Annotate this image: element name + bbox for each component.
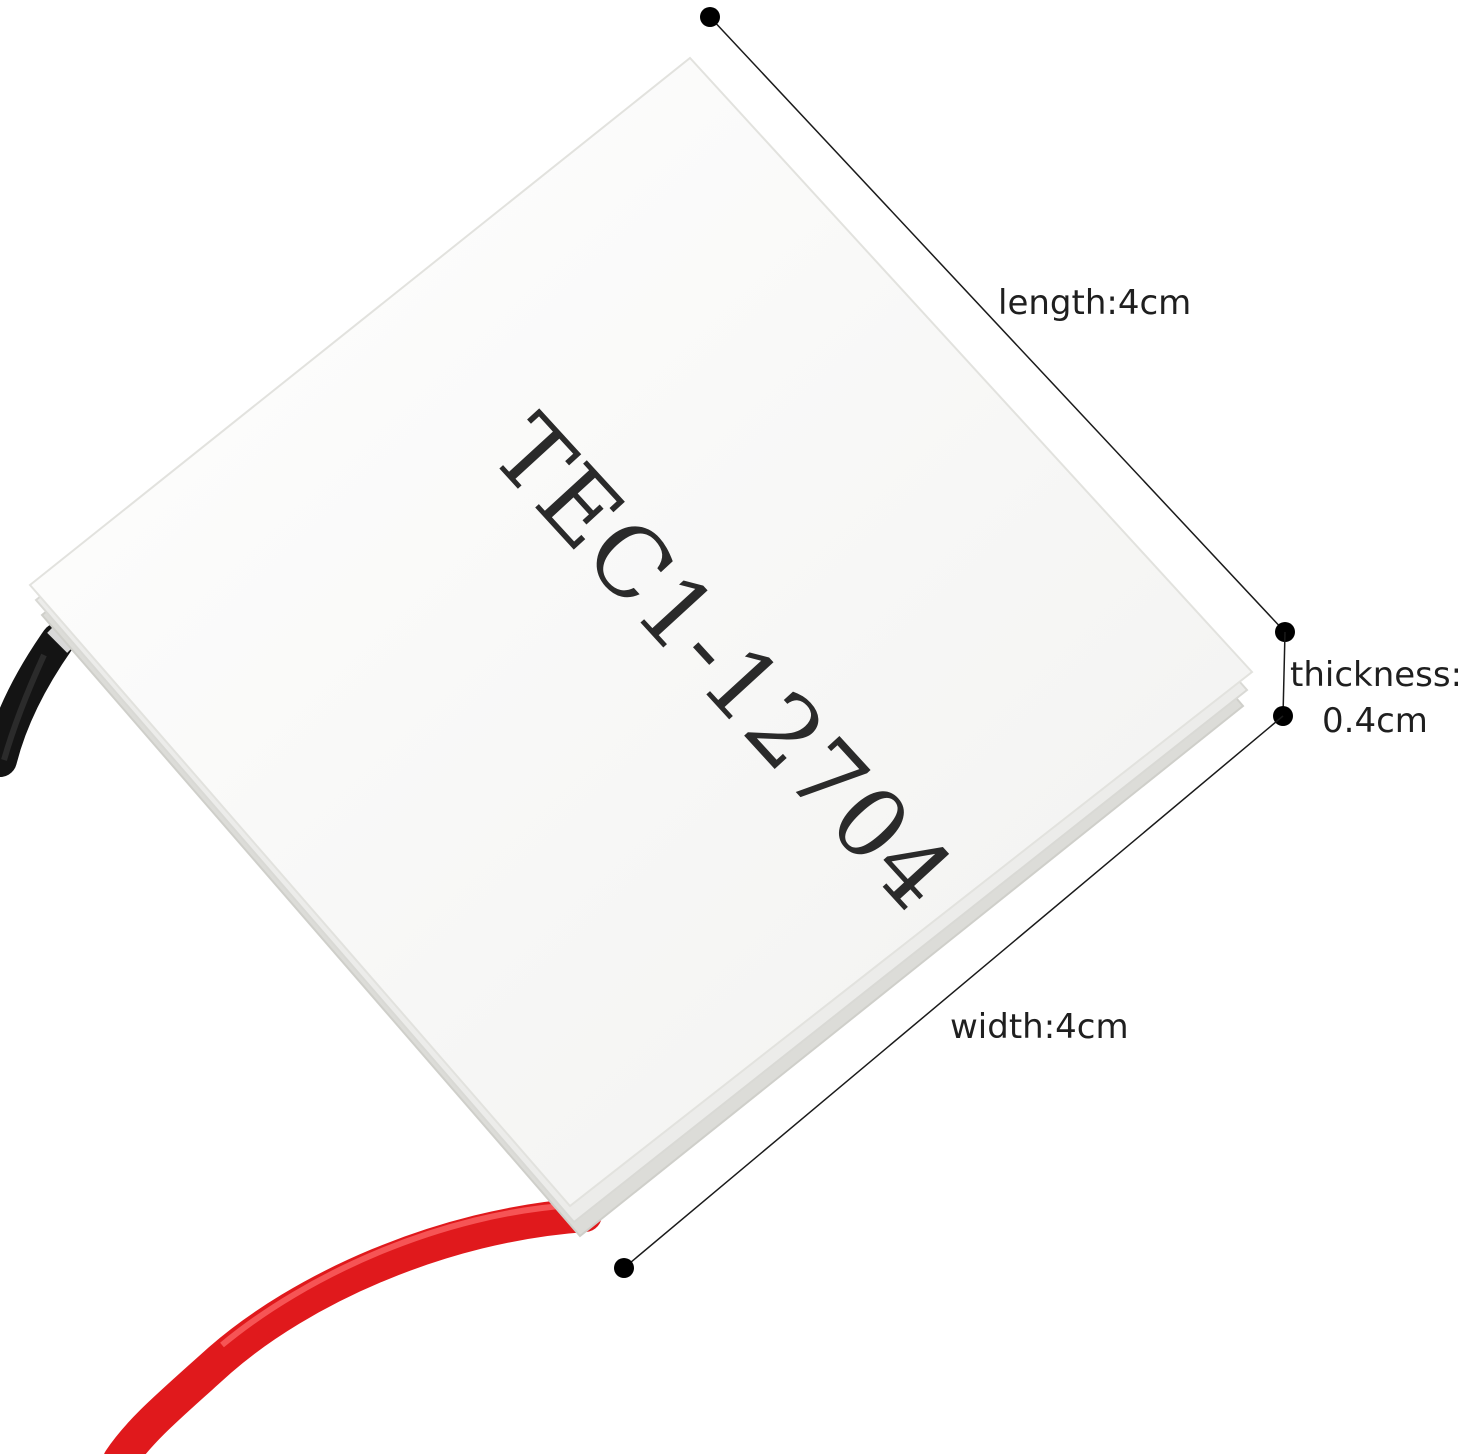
plate-top-surface: [28, 56, 1254, 1208]
red-wire: [104, 1198, 602, 1454]
length-label: length:4cm: [998, 283, 1192, 323]
width-endpoint-bottom: [614, 1258, 634, 1278]
width-dimension: [614, 715, 1284, 1278]
black-wire: [0, 623, 75, 777]
thickness-label-line1: thickness:: [1290, 655, 1458, 695]
length-endpoint-top: [700, 7, 720, 27]
peltier-module: [28, 56, 1254, 1238]
width-label: width:4cm: [950, 1007, 1129, 1047]
thickness-label-line2: 0.4cm: [1322, 701, 1428, 741]
